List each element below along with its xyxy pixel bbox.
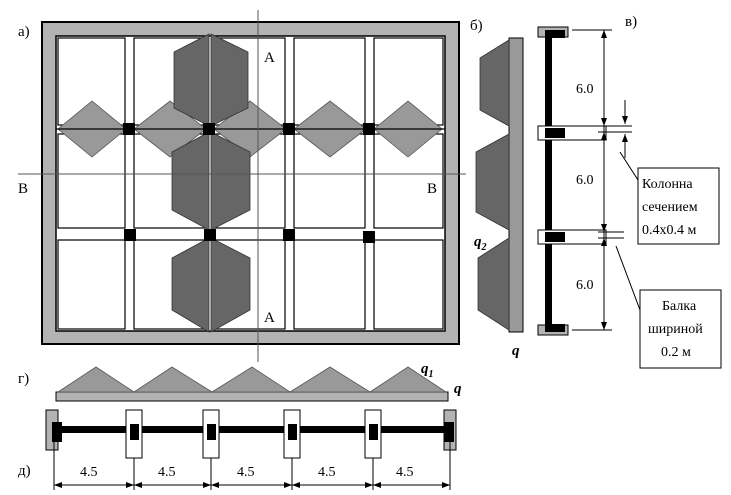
section-b-right-label: В — [427, 181, 437, 197]
beam-columns — [125, 409, 382, 459]
dim-vertical-2: 6.0 — [576, 173, 594, 188]
vertical-beam — [545, 34, 552, 332]
dim-horizontal-2: 4.5 — [158, 465, 176, 480]
side-load-shape-2 — [475, 133, 510, 231]
plan-view: а) А А В В — [18, 10, 466, 362]
q-side-label: q — [512, 343, 520, 359]
section-a-bottom-label: А — [264, 310, 275, 326]
vertical-dim-arrows — [601, 30, 628, 330]
column-1 — [545, 128, 565, 138]
dim-horizontal-1: 4.5 — [80, 465, 98, 480]
plan-dark-loads — [171, 33, 251, 333]
horizontal-load-view: г) q1 q — [18, 361, 462, 402]
label-g: г) — [18, 371, 29, 387]
label-a: а) — [18, 24, 30, 40]
side-load-shape-1 — [479, 39, 510, 127]
load-base — [55, 391, 449, 402]
side-load-view: б) q2 q — [470, 18, 524, 359]
dim-horizontal-4: 4.5 — [318, 465, 336, 480]
dim-horizontal-5: 4.5 — [396, 465, 414, 480]
dim-horizontal-3: 4.5 — [237, 465, 255, 480]
label-b: б) — [470, 18, 483, 34]
horizontal-beam — [52, 426, 452, 433]
column-note-line-3: 0.4x0.4 м — [642, 223, 697, 238]
beam-note-line-2: шириной — [648, 322, 703, 337]
dim-vertical-1: 6.0 — [576, 82, 594, 97]
column-2 — [545, 232, 565, 242]
vertical-dim-ticks — [572, 29, 632, 331]
horizontal-dim-ticks — [53, 442, 451, 490]
beam-note-line-1: Балка — [662, 299, 697, 314]
top-beam-end — [545, 30, 565, 38]
beam-elevation: в) — [537, 14, 641, 336]
beam-callout-leader — [615, 245, 641, 311]
column-note-line-1: Колонна — [642, 177, 693, 192]
section-a-top-label: А — [264, 50, 275, 66]
plan-columns — [123, 123, 375, 243]
dim-vertical-3: 6.0 — [576, 278, 594, 293]
column-note-line-2: сечением — [642, 200, 698, 215]
slab-panels — [57, 37, 444, 330]
left-beam-end — [52, 422, 62, 442]
column-note: Колонна сечением 0.4x0.4 м — [637, 167, 720, 245]
horizontal-beam-view: д) — [18, 409, 457, 490]
q-label: q — [454, 381, 462, 397]
q1-label: q1 — [421, 361, 434, 380]
beam-note-line-3: 0.2 м — [661, 345, 691, 360]
bottom-beam-end — [545, 324, 565, 332]
section-b-left-label: В — [18, 181, 28, 197]
q2-label: q2 — [474, 234, 487, 253]
column-callout-leader — [619, 151, 639, 181]
side-load-shape-3 — [477, 237, 510, 331]
beam-note: Балка шириной 0.2 м — [639, 289, 722, 369]
horizontal-dim-arrows — [54, 482, 450, 488]
right-beam-end — [444, 422, 454, 442]
triangular-loads — [56, 366, 448, 393]
label-d: д) — [18, 463, 31, 479]
side-load-base — [508, 37, 524, 333]
label-v: в) — [625, 14, 637, 30]
